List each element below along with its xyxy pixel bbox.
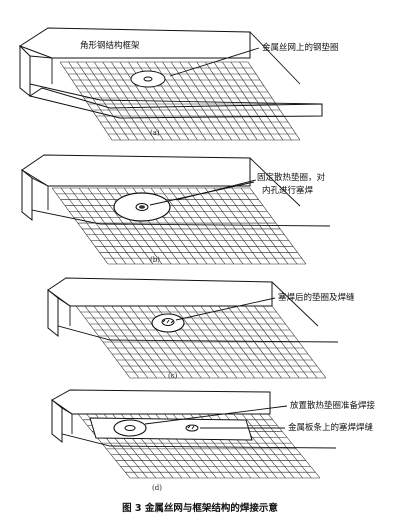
panel-c: 塞焊后的垫圈及焊缝 (c) (47, 277, 355, 380)
label-plug-weld-on-strip: 金属板条上的塞焊焊缝 (288, 422, 374, 433)
angle-frame-vertical-leg (18, 27, 251, 59)
leader-line (175, 179, 257, 201)
label-place-heat-washer: 放置散热垫圈准备焊接 (290, 400, 376, 411)
label-angle-steel-frame: 角形钢结构框架 (80, 40, 140, 51)
panel-d: 放置散热垫圈准备焊接 金属板条上的塞焊焊缝 (d) (51, 389, 376, 492)
figure-caption: 图 3 金属丝网与框架结构的焊接示意 (122, 502, 278, 514)
sublabel-c: (c) (168, 372, 178, 380)
sublabel-d: (d) (152, 484, 162, 492)
label-fix-heat-washer: 固定散热垫圈，对 (257, 172, 326, 183)
plug-weld (185, 424, 199, 432)
label-washer-and-weld: 塞焊后的垫圈及焊缝 (278, 292, 355, 303)
angle-frame-top-edge (21, 168, 33, 222)
angle-frame-vertical-leg (47, 277, 273, 307)
leader-line (144, 405, 288, 425)
angle-frame-top-edge (51, 398, 63, 444)
washer-hole (124, 425, 136, 431)
label-plug-weld-hole: 内孔进行塞焊 (262, 185, 314, 196)
angle-frame-top-edge (19, 44, 31, 98)
leader-line (169, 47, 260, 77)
washer-hole (143, 76, 153, 82)
angle-frame-vertical-leg (51, 389, 271, 415)
panel-a: 角形钢结构框架 金属丝网上的钢垫圈 (a) (18, 27, 339, 141)
sublabel-b: (b) (150, 256, 160, 264)
leader-line (175, 297, 276, 321)
panel-b: 固定散热垫圈，对 内孔进行塞焊 (b) (21, 154, 331, 265)
wire-mesh (75, 305, 327, 379)
sublabel-a: (a) (150, 129, 160, 137)
angle-frame-top-edge (47, 288, 59, 338)
angle-frame-vertical-leg (21, 154, 251, 187)
label-steel-washer-on-mesh: 金属丝网上的钢垫圈 (262, 42, 339, 53)
